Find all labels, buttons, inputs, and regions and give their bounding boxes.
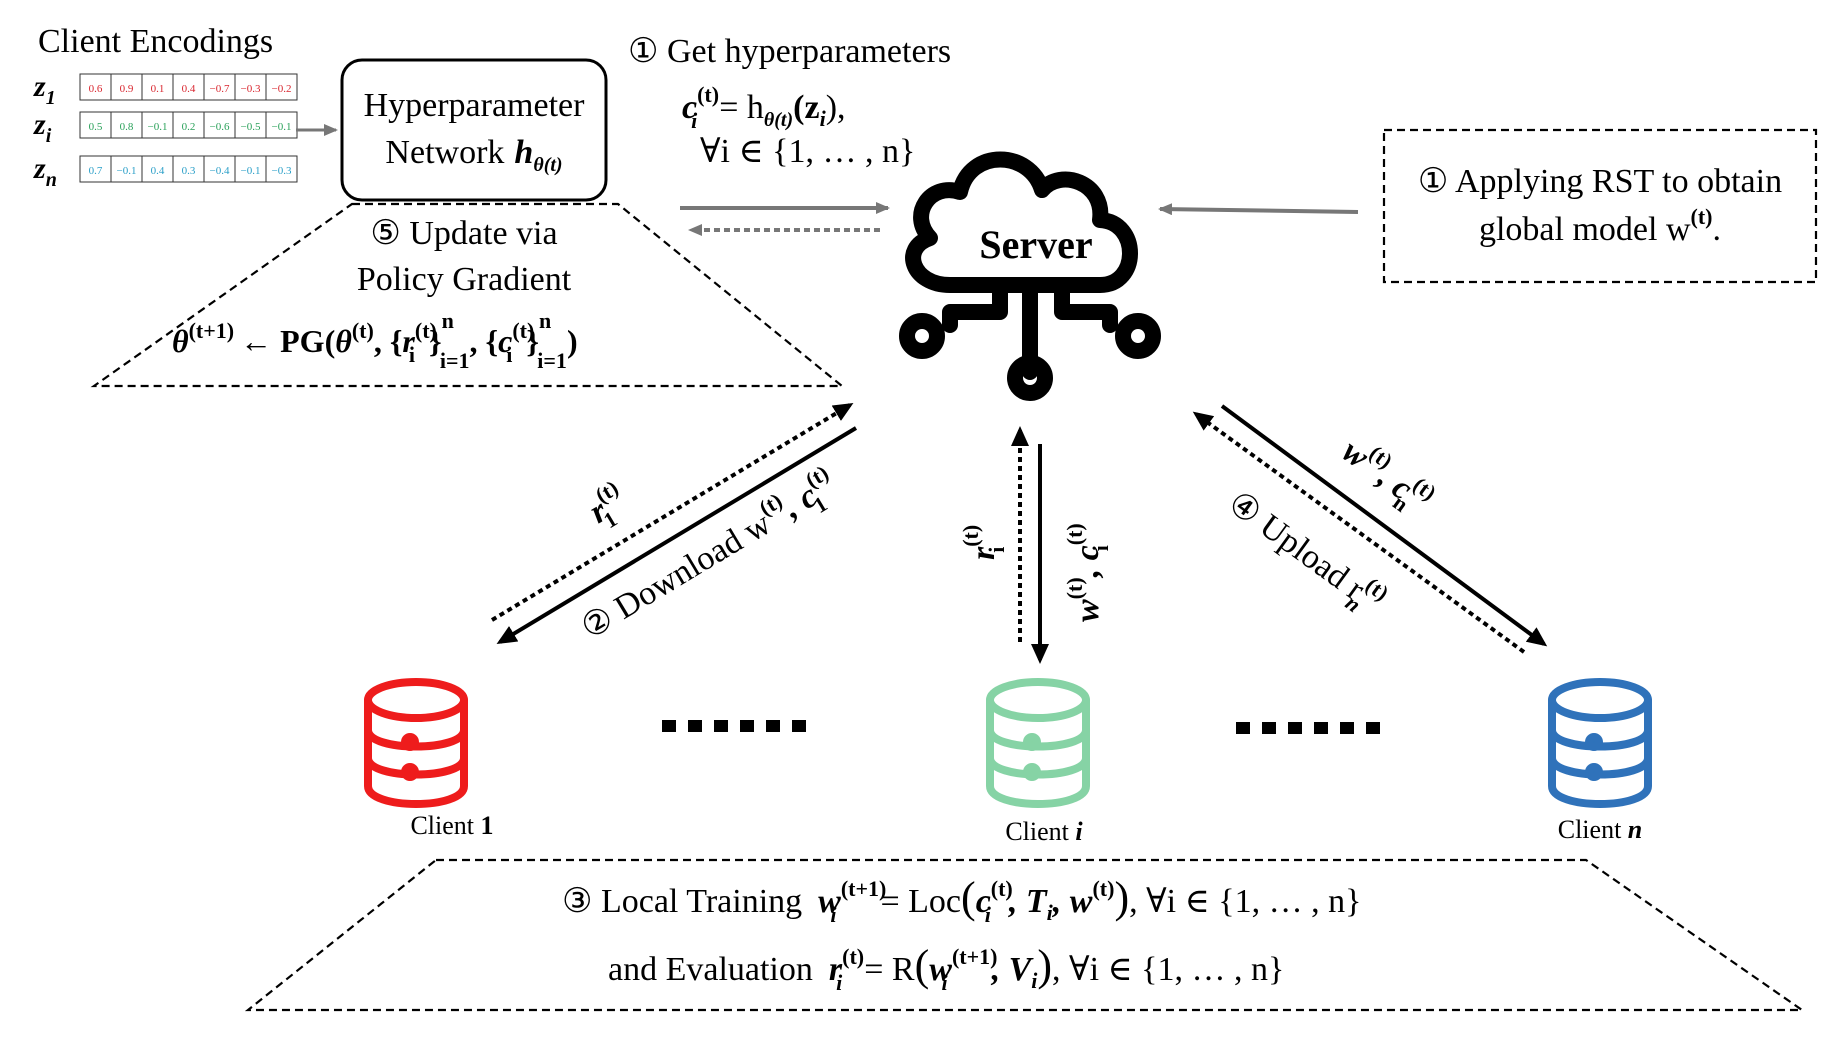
client-1-label: Client 1 bbox=[410, 811, 493, 840]
client-1-database-icon bbox=[364, 678, 468, 808]
encoding-cell-value: −0.1 bbox=[148, 121, 168, 133]
encoding-cell-value: −0.6 bbox=[210, 121, 230, 133]
encoding-cell-value: 0.9 bbox=[120, 83, 134, 95]
client1-to-server-arrow bbox=[490, 402, 854, 622]
encoding-cell bbox=[265, 73, 298, 101]
encoding-cell bbox=[79, 73, 112, 101]
hypernet-line1: Hyperparameter bbox=[364, 87, 586, 124]
server-to-client-n-arrow bbox=[1220, 404, 1548, 647]
encodings-table: z1 0.6 0.9 0.1 0.4 −0.7 −0.3 −0.2 zi 0.5 0.8 −0.1 0.… bbox=[33, 70, 298, 191]
encodings-title: Client Encodings bbox=[38, 23, 273, 60]
step1-get-title: ① Get hyperparameters bbox=[628, 33, 951, 70]
encoding-cell bbox=[203, 73, 236, 101]
encoding-cell bbox=[265, 111, 298, 139]
encoding-cell-value: 0.8 bbox=[120, 121, 134, 133]
encoding-cell-value: 0.2 bbox=[182, 121, 196, 133]
encoding-cell bbox=[79, 111, 112, 139]
encoding-row-label: zn bbox=[33, 152, 57, 191]
encoding-cell bbox=[234, 155, 267, 183]
step4-upload-label: ④ Upload r(t)n bbox=[1217, 479, 1393, 627]
middle-model-label: w(t), c(t)i bbox=[1062, 523, 1113, 622]
encoding-cell-value: −0.4 bbox=[210, 165, 230, 177]
step2-reward-label: r(t)1 bbox=[579, 475, 635, 537]
encoding-row-label: z1 bbox=[33, 70, 56, 109]
encoding-cell bbox=[110, 73, 143, 101]
step1-get-equation: c(t)i= hθ(t)(zi), bbox=[682, 82, 846, 133]
encoding-cell bbox=[110, 111, 143, 139]
encoding-cell-value: 0.4 bbox=[151, 165, 165, 177]
client-n-database-icon bbox=[1548, 678, 1652, 808]
encoding-cell-value: −0.7 bbox=[210, 83, 230, 95]
encoding-row-label: zi bbox=[33, 108, 52, 147]
encoding-cell-value: 0.6 bbox=[89, 83, 103, 95]
encoding-cell-value: −0.3 bbox=[272, 165, 292, 177]
server-label: Server bbox=[979, 222, 1092, 267]
step1-get-forall: ∀i ∈ {1, … , n} bbox=[700, 133, 915, 170]
encoding-cell-value: −0.2 bbox=[272, 83, 292, 95]
encoding-cell-value: 0.4 bbox=[182, 83, 196, 95]
encoding-cell-value: 0.7 bbox=[89, 165, 103, 177]
step5-line2: Policy Gradient bbox=[357, 261, 572, 298]
step5-line1: ⑤ Update via bbox=[370, 215, 557, 252]
encoding-cell-value: 0.5 bbox=[89, 121, 103, 133]
encoding-cell bbox=[265, 155, 298, 183]
client-n-to-server-arrow bbox=[1192, 411, 1526, 654]
encoding-cell-value: −0.1 bbox=[272, 121, 292, 133]
step4-model-label: w(t), c(t)n bbox=[1331, 427, 1441, 526]
encoding-cell bbox=[234, 73, 267, 101]
encoding-cell-value: −0.5 bbox=[241, 121, 261, 133]
step3-trapezoid bbox=[244, 858, 1806, 1012]
client-i-database-icon bbox=[986, 678, 1090, 808]
encoding-cell bbox=[110, 155, 143, 183]
encoding-cell-value: −0.3 bbox=[241, 83, 261, 95]
encoding-cell-value: 0.1 bbox=[151, 83, 165, 95]
encoding-cell bbox=[141, 73, 174, 101]
hypernet-box bbox=[340, 58, 608, 202]
step1-rst-line2: global model w(t). bbox=[1479, 204, 1721, 248]
step1-rst-line1: ① Applying RST to obtain bbox=[1418, 163, 1782, 200]
encoding-cell-value: −0.1 bbox=[117, 165, 137, 177]
encoding-cell bbox=[141, 155, 174, 183]
middle-reward-label: r(t)i bbox=[958, 525, 1009, 560]
encoding-cell-value: −0.1 bbox=[241, 165, 261, 177]
step5-trapezoid bbox=[90, 202, 846, 388]
client-n-label: Client n bbox=[1558, 815, 1643, 844]
encoding-cell bbox=[141, 111, 174, 139]
encoding-cell bbox=[234, 111, 267, 139]
server-cloud-icon bbox=[899, 151, 1161, 401]
step1-rst-box bbox=[1382, 128, 1818, 284]
encoding-cell-value: 0.3 bbox=[182, 165, 196, 177]
server-to-client1-arrow bbox=[496, 426, 858, 645]
rst-to-server-arrow bbox=[1158, 203, 1359, 216]
encoding-cell bbox=[203, 155, 236, 183]
client-i-label: Client i bbox=[1005, 817, 1083, 846]
encoding-cell bbox=[203, 111, 236, 139]
